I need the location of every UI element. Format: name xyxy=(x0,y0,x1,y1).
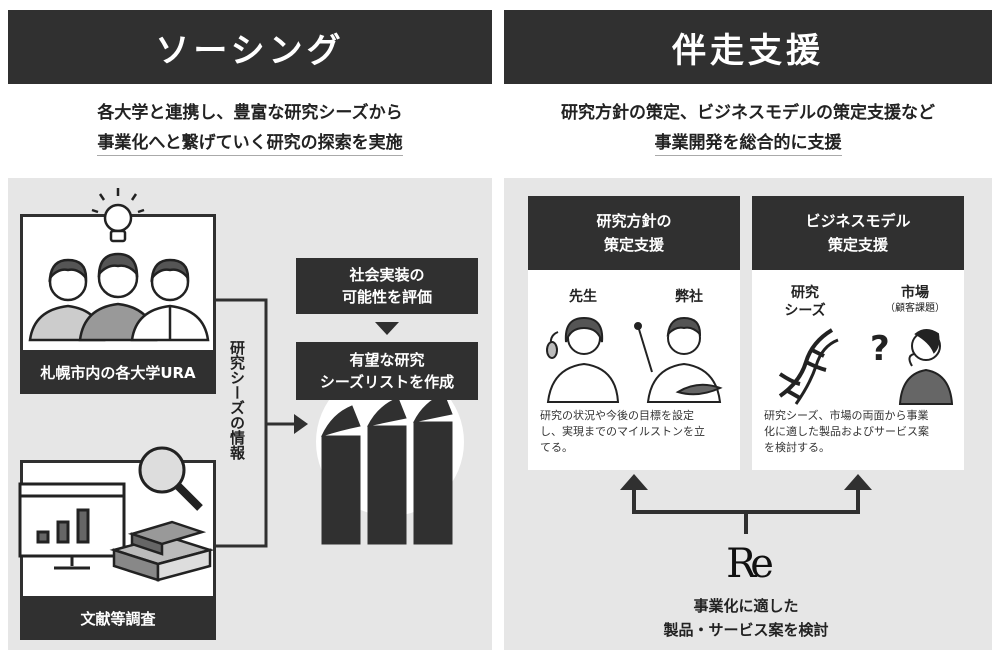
monitor-icon xyxy=(18,482,126,570)
bottom-caption-line2: 製品・サービス案を検討 xyxy=(663,621,829,639)
literature-label: 文献等調査 xyxy=(80,609,156,628)
svg-text:?: ? xyxy=(870,329,890,369)
dna-icon xyxy=(778,328,839,405)
card1-desc-line2: し、実現までのマイルストンを立 xyxy=(540,425,705,438)
dna-market-illustration: ? xyxy=(778,328,954,405)
card2-desc-line3: を検討する。 xyxy=(764,441,830,454)
card2-item-a-line1: 研究 xyxy=(791,285,819,301)
bottom-caption-line1: 事業化に適した xyxy=(693,597,799,615)
left-header: ソーシング xyxy=(8,10,492,84)
left-subtitle-line2: 事業化へと繋げていく研究の探索を実施 xyxy=(97,133,403,156)
card1-desc-line1: 研究の状況や今後の目標を設定 xyxy=(540,409,694,422)
left-subtitle-line1: 各大学と連携し、豊富な研究シーズから xyxy=(97,103,403,123)
research-illustration xyxy=(18,446,215,582)
card2-item-b-note: （顧客課題） xyxy=(885,303,945,314)
card2-description: 研究シーズ、市場の両面から事業 化に適した製品およびサービス案 を検討する。 xyxy=(764,408,956,456)
person-right xyxy=(130,258,210,342)
card2-item-b-label: 市場 xyxy=(901,285,929,301)
flow-label-text: 研究シーズの情報 xyxy=(228,340,246,460)
left-header-title: ソーシング xyxy=(155,30,345,71)
card1-title-line1: 研究方針の xyxy=(596,212,672,230)
card1-description: 研究の状況や今後の目標を設定 し、実現までのマイルストンを立 てる。 xyxy=(540,408,732,456)
right-subtitle: 研究方針の策定、ビジネスモデルの策定支援など 事業開発を総合的に支援 xyxy=(504,98,992,158)
evaluate-line1: 社会実装の xyxy=(349,266,425,284)
university-label-bar: 札幌市内の各大学URA xyxy=(20,350,216,394)
flow-arrow-icon xyxy=(294,414,308,434)
card1-person-b: 弊社 xyxy=(675,289,703,305)
card1-title-line2: 策定支援 xyxy=(603,236,664,254)
flow-label: 研究シーズの情報 xyxy=(224,340,246,460)
lightbulb-icon xyxy=(91,188,145,243)
binders-icon xyxy=(321,393,453,545)
people-illustration xyxy=(28,188,210,342)
thinking-person-icon xyxy=(898,329,954,405)
card1-person-a: 先生 xyxy=(569,289,597,305)
card2-item-b: 市場 （顧客課題） xyxy=(876,284,954,316)
card2-desc-line2: 化に適した製品およびサービス案 xyxy=(764,425,929,438)
right-subtitle-line1: 研究方針の策定、ビジネスモデルの策定支援など xyxy=(561,103,935,123)
card1-title-bar: 研究方針の 策定支援 xyxy=(528,196,740,270)
literature-label-bar: 文献等調査 xyxy=(20,596,216,640)
books-illustration xyxy=(316,368,464,545)
evaluate-line2: 可能性を評価 xyxy=(341,288,432,306)
card2-title-line1: ビジネスモデル xyxy=(805,212,911,230)
card2-title-line2: 策定支援 xyxy=(827,236,888,254)
right-header-title: 伴走支援 xyxy=(672,30,824,71)
right-subtitle-line2: 事業開発を総合的に支援 xyxy=(654,133,842,156)
list-line1: 有望な研究 xyxy=(349,351,425,369)
question-icon: ? xyxy=(870,329,890,369)
up-arrow-right-icon xyxy=(844,474,872,490)
left-subtitle: 各大学と連携し、豊富な研究シーズから 事業化へと繋げていく研究の探索を実施 xyxy=(8,98,492,158)
list-line2: シーズリストを作成 xyxy=(319,373,455,391)
staff-icon xyxy=(634,316,723,403)
card2-item-a-line2: シーズ xyxy=(784,303,826,319)
up-arrow-left-icon xyxy=(620,474,648,490)
books-stack-icon xyxy=(109,520,215,582)
company-logo-text: Re xyxy=(726,541,774,587)
teacher-staff-illustration xyxy=(546,316,723,403)
card2-item-a: 研究 シーズ xyxy=(770,284,840,320)
down-triangle-icon xyxy=(375,322,399,335)
right-header: 伴走支援 xyxy=(504,10,992,84)
teacher-icon xyxy=(546,316,620,403)
university-label: 札幌市内の各大学URA xyxy=(40,363,196,382)
card2-title-bar: ビジネスモデル 策定支援 xyxy=(752,196,964,270)
list-box: 有望な研究 シーズリストを作成 xyxy=(296,342,478,400)
magnifier-icon xyxy=(138,446,203,511)
card1-desc-line3: てる。 xyxy=(540,441,573,454)
card2-desc-line1: 研究シーズ、市場の両面から事業 xyxy=(764,409,929,422)
company-logo: Re xyxy=(712,540,782,588)
bottom-caption: 事業化に適した 製品・サービス案を検討 xyxy=(600,594,892,642)
evaluate-box: 社会実装の 可能性を評価 xyxy=(296,258,478,314)
